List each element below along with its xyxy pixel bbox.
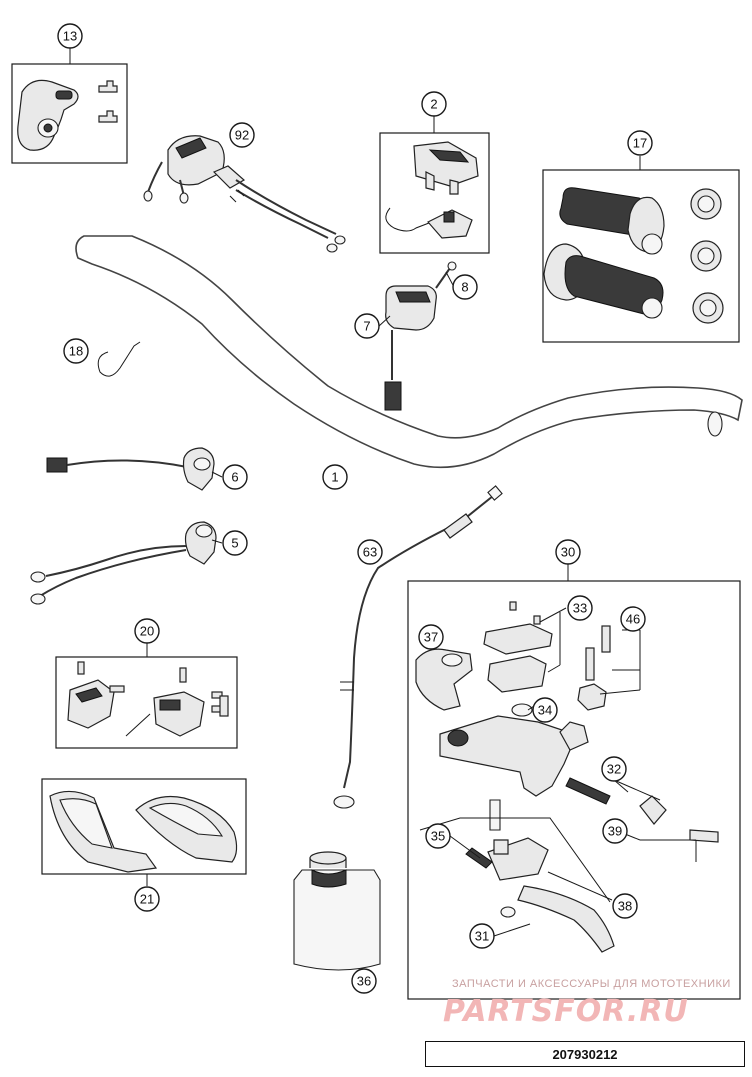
cable-tie-part (97, 341, 141, 377)
brake-fluid-bottle-part (293, 851, 381, 971)
svg-text:8: 8 (461, 280, 468, 295)
svg-text:6: 6 (231, 470, 238, 485)
group-box-21 (41, 778, 247, 875)
callout-46: 46 (620, 606, 646, 632)
map-switch-part (384, 261, 457, 411)
handlebar-part (75, 235, 743, 469)
svg-text:34: 34 (538, 703, 552, 718)
callout-31: 31 (469, 923, 495, 949)
callout-17: 17 (627, 130, 653, 156)
hydraulic-hose-part (333, 485, 503, 809)
callout-32: 32 (601, 756, 627, 782)
callout-33: 33 (567, 595, 593, 621)
svg-text:92: 92 (235, 128, 249, 143)
callout-5: 5 (222, 530, 248, 556)
callout-6: 6 (222, 464, 248, 490)
svg-text:46: 46 (626, 612, 640, 627)
svg-text:21: 21 (140, 892, 154, 907)
svg-text:36: 36 (357, 974, 371, 989)
watermark-logo: PARTSFOR.RU (443, 994, 689, 1029)
throttle-housing-part (17, 79, 118, 151)
svg-text:30: 30 (561, 545, 575, 560)
svg-text:7: 7 (363, 319, 370, 334)
kill-switch-6-part (46, 447, 215, 491)
callout-1: 1 (322, 464, 348, 490)
svg-text:31: 31 (475, 929, 489, 944)
throttle-cable-assembly-part (143, 135, 346, 253)
drawing-number: 207930212 (425, 1041, 745, 1067)
callout-20: 20 (134, 618, 160, 644)
callout-63: 63 (357, 539, 383, 565)
callout-38: 38 (612, 893, 638, 919)
callout-39: 39 (602, 818, 628, 844)
group-box-17 (542, 169, 740, 343)
callout-35: 35 (425, 823, 451, 849)
svg-text:13: 13 (63, 29, 77, 44)
svg-text:37: 37 (424, 630, 438, 645)
callout-30: 30 (555, 539, 581, 565)
svg-text:63: 63 (363, 545, 377, 560)
handlebar-grips-part (543, 187, 724, 324)
svg-text:5: 5 (231, 536, 238, 551)
svg-text:33: 33 (573, 601, 587, 616)
brake-master-cylinder-part (415, 601, 719, 953)
svg-text:17: 17 (633, 136, 647, 151)
svg-text:35: 35 (431, 829, 445, 844)
svg-text:2: 2 (430, 97, 437, 112)
hand-guards-part (49, 790, 238, 873)
switch-housing-20-part (67, 661, 229, 737)
callout-13: 13 (57, 23, 83, 49)
callout-36: 36 (351, 968, 377, 994)
switch-with-clip-part (385, 141, 479, 239)
callout-18: 18 (63, 338, 89, 364)
callout-37: 37 (418, 624, 444, 650)
group-box-30 (407, 580, 741, 1000)
svg-text:38: 38 (618, 899, 632, 914)
callout-92: 92 (229, 122, 255, 148)
callout-21: 21 (134, 886, 160, 912)
callout-7: 7 (354, 313, 380, 339)
svg-text:1: 1 (331, 470, 338, 485)
svg-text:18: 18 (69, 344, 83, 359)
start-switch-5-part (30, 521, 217, 605)
svg-text:32: 32 (607, 762, 621, 777)
callout-2: 2 (421, 91, 447, 117)
svg-text:20: 20 (140, 624, 154, 639)
callout-8: 8 (452, 274, 478, 300)
watermark-tagline: ЗАПЧАСТИ И АКСЕССУАРЫ ДЛЯ МОТОТЕХНИКИ (452, 978, 731, 990)
callout-34: 34 (532, 697, 558, 723)
svg-text:39: 39 (608, 824, 622, 839)
